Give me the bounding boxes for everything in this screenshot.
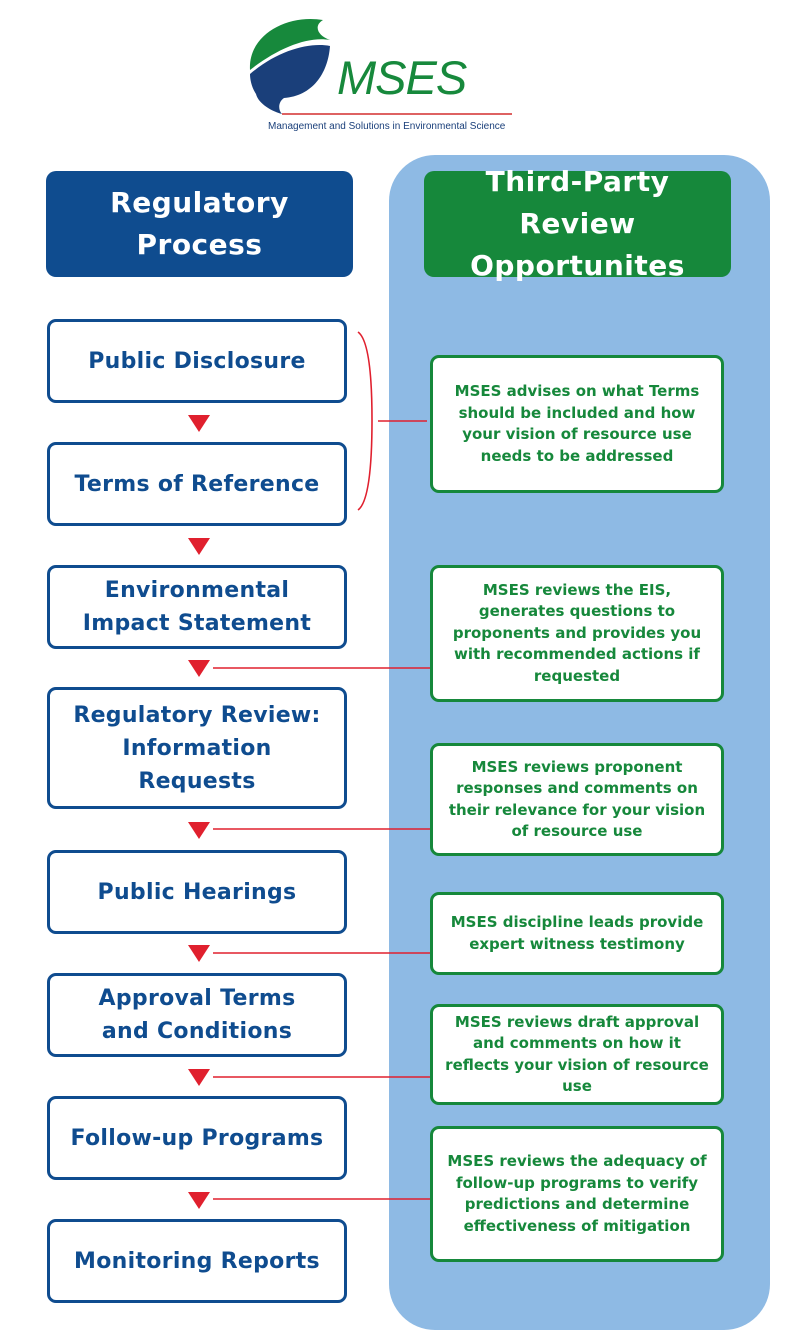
step-label: Environmental Impact Statement [82,578,312,636]
step-label: Regulatory Review: Information Requests [73,702,321,794]
review-note-approval: MSES reviews draft approval and comments… [430,1004,724,1105]
review-note-text: MSES discipline leads provide expert wit… [450,913,704,953]
review-note-text: MSES reviews the EIS, generates question… [452,580,702,685]
review-note-text: MSES advises on what Terms should be inc… [454,382,700,465]
mses-logo [238,14,528,138]
third-party-review-header-text: Third-Party Review Opportunites [470,165,685,282]
review-note-text: MSES reviews the adequacy of follow-up p… [447,1152,707,1235]
down-arrow-6 [188,1069,210,1086]
step-regulatory-review: Regulatory Review: Information Requests [47,687,347,809]
down-arrow-3 [188,660,210,677]
step-approval-terms: Approval Terms and Conditions [47,973,347,1057]
review-note-text: MSES reviews draft approval and comments… [445,1012,709,1096]
step-public-disclosure: Public Disclosure [47,319,347,403]
down-arrow-2 [188,538,210,555]
review-note-information-requests: MSES reviews proponent responses and com… [430,743,724,856]
down-arrow-4 [188,822,210,839]
down-arrow-7 [188,1192,210,1209]
review-note-eis: MSES reviews the EIS, generates question… [430,565,724,702]
logo-tagline: Management and Solutions in Environmenta… [268,121,506,132]
step-public-hearings: Public Hearings [47,850,347,934]
down-arrow-5 [188,945,210,962]
step-terms-of-reference: Terms of Reference [47,442,347,526]
step-label: Public Disclosure [88,348,306,374]
review-note-follow-up: MSES reviews the adequacy of follow-up p… [430,1126,724,1262]
review-note-hearings: MSES discipline leads provide expert wit… [430,892,724,975]
step-label: Public Hearings [97,879,297,905]
review-note-terms: MSES advises on what Terms should be inc… [430,355,724,493]
step-follow-up-programs: Follow-up Programs [47,1096,347,1180]
mses-logo-mark [249,18,512,115]
step-label: Monitoring Reports [74,1248,320,1274]
third-party-review-header: Third-Party Review Opportunites [424,165,731,282]
step-label: Approval Terms and Conditions [98,986,296,1044]
step-label: Follow-up Programs [70,1125,324,1151]
regulatory-process-header-text: Regulatory Process [110,186,289,261]
step-monitoring-reports: Monitoring Reports [47,1219,347,1303]
bracket-connector [357,331,373,511]
regulatory-process-header: Regulatory Process [46,171,353,277]
step-label: Terms of Reference [74,471,320,497]
logo-wordmark: MSES [337,51,467,104]
step-environmental-impact-statement: Environmental Impact Statement [47,565,347,649]
review-note-text: MSES reviews proponent responses and com… [448,757,706,841]
down-arrow-1 [188,415,210,432]
